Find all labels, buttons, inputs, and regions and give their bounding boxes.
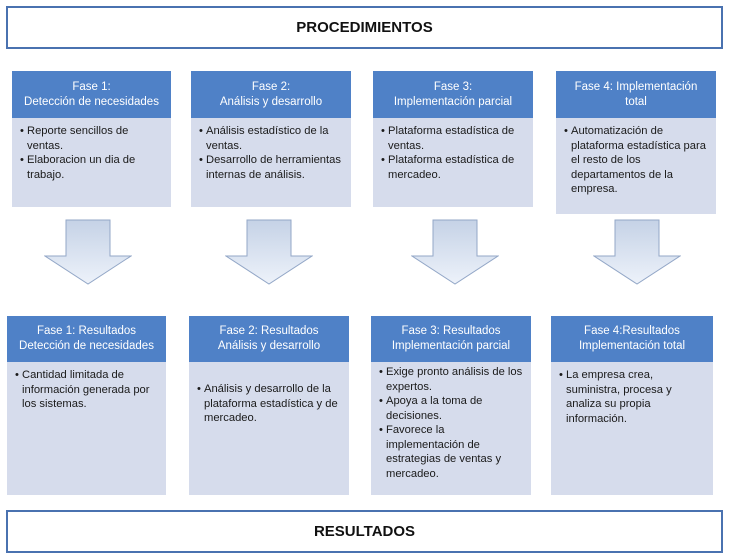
footer-title: RESULTADOS	[313, 523, 416, 540]
phase-1-header-line1: Fase 1:	[72, 80, 111, 93]
result-2-header: Fase 2: Resultados Análisis y desarrollo	[189, 316, 349, 362]
result-4-header-line1: Fase 4:Resultados	[584, 325, 680, 337]
banner-title: PROCEDIMIENTOS	[296, 19, 433, 36]
down-arrow-icon	[411, 219, 499, 285]
phase-1-body: Reporte sencillos de ventas. Elaboracion…	[12, 118, 171, 207]
result-4-header-line2: Implementación total	[578, 340, 686, 352]
procedimientos-banner: PROCEDIMIENTOS	[6, 6, 723, 49]
down-arrow-icon	[44, 219, 132, 285]
phase-1-header-line2: Detección de necesidades	[24, 95, 159, 108]
result-2-header-line1: Fase 2: Resultados	[219, 325, 319, 337]
phase-2-item: Análisis estadístico de la ventas.	[199, 124, 343, 153]
result-1-header-line2: Detección de necesidades	[19, 340, 154, 352]
phase-4-item: Automatización de plataforma estadística…	[564, 124, 708, 197]
result-2-item: Análisis y desarrollo de la plataforma e…	[197, 382, 341, 426]
phase-3-header-line1: Fase 3:	[433, 80, 473, 93]
phase-3-header: Fase 3: Implementación parcial	[373, 71, 533, 118]
phase-1-item: Elaboracion un dia de trabajo.	[20, 153, 163, 182]
result-4-header: Fase 4:Resultados Implementación total	[551, 316, 713, 362]
result-1-body: Cantidad limitada de información generad…	[7, 362, 166, 495]
result-3-item: Exige pronto análisis de los expertos.	[379, 365, 523, 394]
phase-2-header-line2: Análisis y desarrollo	[219, 95, 323, 108]
result-3-header: Fase 3: Resultados Implementación parcia…	[371, 316, 531, 362]
phase-3-header-line2: Implementación parcial	[393, 95, 513, 108]
result-1-header-line1: Fase 1: Resultados	[36, 325, 137, 337]
result-3-header-line2: Implementación parcial	[391, 340, 511, 352]
result-4-item: La empresa crea, suministra, procesa y a…	[559, 368, 705, 426]
resultados-banner: RESULTADOS	[6, 510, 723, 553]
down-arrow-icon	[225, 219, 313, 285]
phase-2-body: Análisis estadístico de la ventas. Desar…	[191, 118, 351, 207]
result-1-item: Cantidad limitada de información generad…	[15, 368, 158, 412]
result-4-body: La empresa crea, suministra, procesa y a…	[551, 362, 713, 495]
phase-4-header: Fase 4: Implementación total	[556, 71, 716, 118]
phase-3-item: Plataforma estadística de mercadeo.	[381, 153, 525, 182]
phase-4-header-line1: Fase 4: Implementación	[574, 80, 698, 93]
result-3-header-line1: Fase 3: Resultados	[401, 325, 501, 337]
phase-2-header: Fase 2: Análisis y desarrollo	[191, 71, 351, 118]
result-2-header-line2: Análisis y desarrollo	[217, 340, 321, 352]
phase-2-item: Desarrollo de herramientas internas de a…	[199, 153, 343, 182]
phase-2-header-line1: Fase 2:	[251, 80, 291, 93]
result-3-item: Favorece la implementación de estrategia…	[379, 423, 523, 481]
phase-4-header-line2: total	[625, 95, 647, 108]
result-2-body: Análisis y desarrollo de la plataforma e…	[189, 362, 349, 495]
down-arrow-icon	[593, 219, 681, 285]
phase-3-item: Plataforma estadística de ventas.	[381, 124, 525, 153]
phase-4-body: Automatización de plataforma estadística…	[556, 118, 716, 214]
result-1-header: Fase 1: Resultados Detección de necesida…	[7, 316, 166, 362]
phase-1-item: Reporte sencillos de ventas.	[20, 124, 163, 153]
result-3-item: Apoya a la toma de decisiones.	[379, 394, 523, 423]
phase-3-body: Plataforma estadística de ventas. Plataf…	[373, 118, 533, 207]
result-3-body: Exige pronto análisis de los expertos. A…	[371, 362, 531, 495]
phase-1-header: Fase 1: Detección de necesidades	[12, 71, 171, 118]
